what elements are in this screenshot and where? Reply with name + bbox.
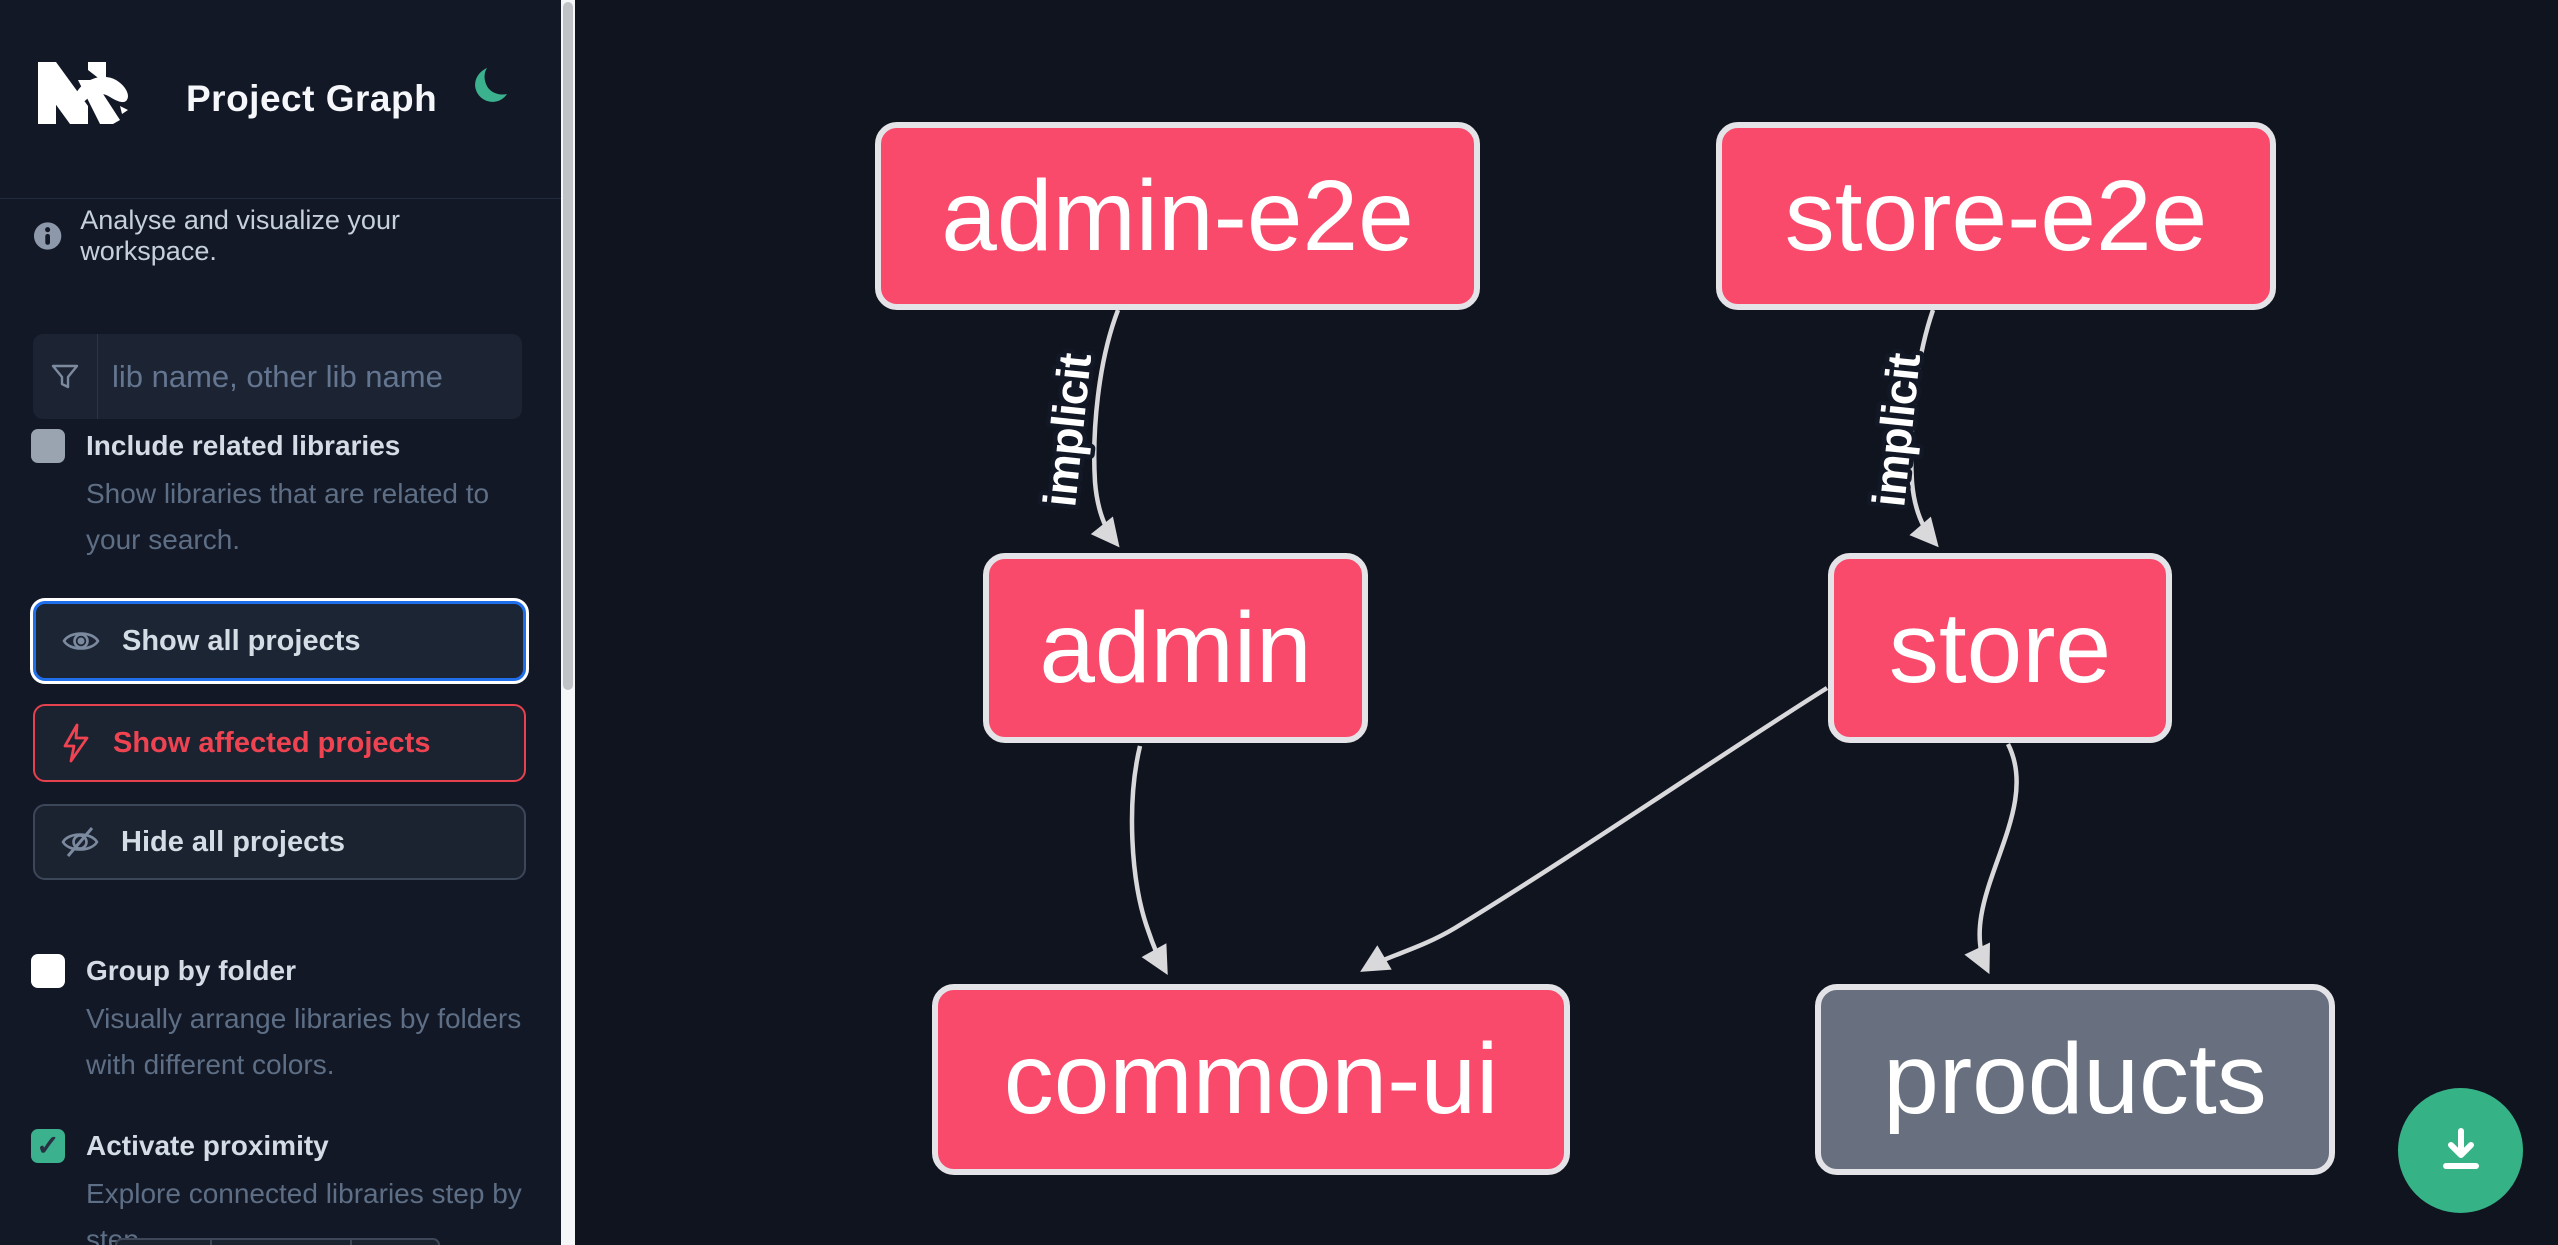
checkbox-activate-proximity[interactable]: ✓: [31, 1129, 65, 1163]
option-include-related[interactable]: ✓ Include related libraries Show librari…: [31, 425, 531, 563]
download-graph-button[interactable]: [2398, 1088, 2523, 1213]
project-node-store[interactable]: store: [1828, 553, 2172, 743]
info-icon: [33, 222, 62, 250]
option-label: Activate proximity: [86, 1130, 329, 1161]
option-description: Visually arrange libraries by folders wi…: [86, 1003, 522, 1080]
node-label: store: [1888, 591, 2112, 704]
dependency-edges: implicit implicit: [1029, 309, 2019, 975]
edge-label-implicit: implicit: [1033, 351, 1101, 509]
eye-icon: [62, 632, 100, 650]
option-label: Include related libraries: [86, 430, 401, 461]
project-node-common-ui[interactable]: common-ui: [932, 984, 1570, 1175]
edge-store-e2e-store: [1909, 309, 1939, 548]
edge-store-products: [1964, 742, 2019, 975]
sidebar: Project Graph Analyse and visualize your…: [0, 0, 561, 1245]
checkbox-include-related[interactable]: ✓: [31, 429, 65, 463]
theme-toggle-button[interactable]: [471, 66, 511, 108]
button-label: Show all projects: [122, 624, 361, 657]
option-label: Group by folder: [86, 955, 296, 986]
node-label: admin-e2e: [941, 159, 1414, 272]
edge-admin-common-ui: [1129, 745, 1168, 975]
workspace-info: Analyse and visualize your workspace.: [33, 205, 533, 267]
page-title: Project Graph: [186, 78, 438, 119]
edge-store-common-ui: [1360, 686, 1829, 972]
show-all-projects-button[interactable]: Show all projects: [33, 601, 526, 681]
info-text: Analyse and visualize your workspace.: [80, 205, 400, 266]
filter-icon: [33, 334, 98, 419]
node-label: admin: [1039, 591, 1312, 704]
edge-admin-e2e-admin: [1090, 309, 1121, 548]
project-node-products[interactable]: products: [1815, 984, 2335, 1175]
project-node-admin-e2e[interactable]: admin-e2e: [875, 122, 1480, 310]
option-description: Show libraries that are related to your …: [86, 478, 490, 555]
button-label: Hide all projects: [121, 825, 346, 858]
sidebar-scrollbar-thumb[interactable]: [563, 2, 573, 690]
project-node-store-e2e[interactable]: store-e2e: [1716, 122, 2276, 310]
hide-all-projects-button[interactable]: Hide all projects: [33, 804, 526, 880]
node-label: products: [1883, 1023, 2267, 1135]
sidebar-header: Project Graph: [0, 0, 561, 199]
show-affected-projects-button[interactable]: Show affected projects: [33, 704, 526, 782]
project-node-admin[interactable]: admin: [983, 553, 1368, 743]
lightning-icon: [63, 723, 89, 763]
option-activate-proximity[interactable]: ✓ Activate proximity Explore connected l…: [31, 1125, 531, 1245]
edge-label-implicit: implicit: [1862, 351, 1930, 509]
button-label: Show affected projects: [113, 726, 431, 759]
sidebar-scrollbar[interactable]: [561, 0, 575, 1245]
proximity-stepper[interactable]: [115, 1238, 440, 1245]
option-group-by-folder[interactable]: ✓ Group by folder Visually arrange libra…: [31, 950, 531, 1088]
eye-off-icon: [61, 827, 99, 857]
node-label: store-e2e: [1784, 159, 2208, 272]
nx-logo: [38, 62, 128, 124]
option-description: Explore connected libraries step by step…: [86, 1178, 522, 1245]
node-label: common-ui: [1003, 1023, 1499, 1135]
checkbox-group-by-folder[interactable]: ✓: [31, 954, 65, 988]
moon-icon: [475, 68, 507, 102]
project-graph-canvas[interactable]: implicit implicit admin-e2e store-e2e ad…: [575, 0, 2558, 1245]
download-icon: [2442, 1127, 2479, 1169]
search-box: [33, 334, 522, 419]
search-input[interactable]: [98, 334, 522, 419]
